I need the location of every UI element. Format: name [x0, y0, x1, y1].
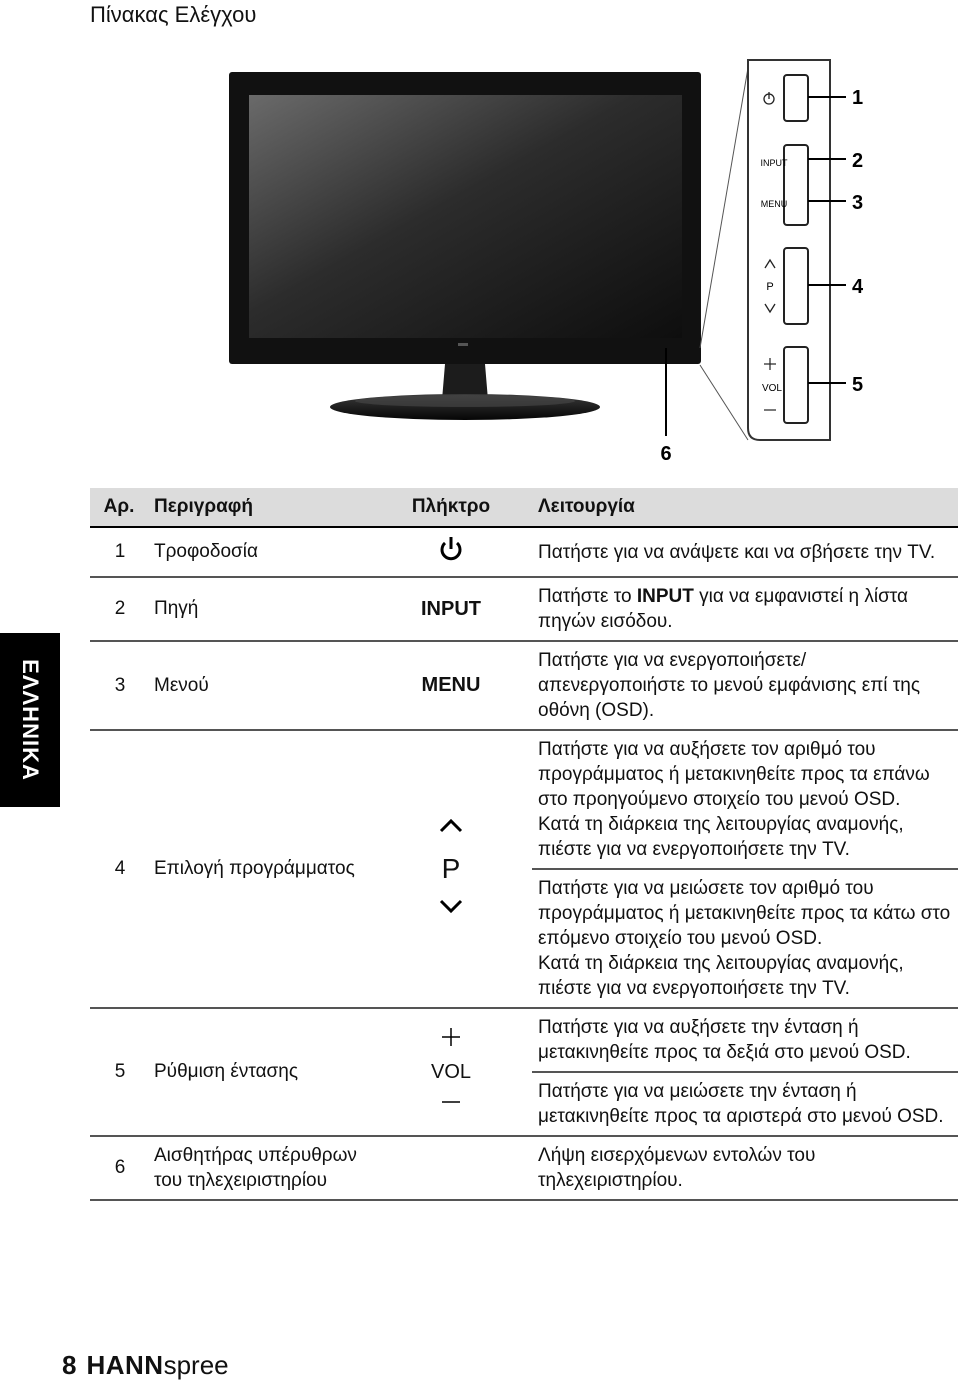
table-row: 1 Τροφοδοσία Πατήστε για να ανάψετε και … [90, 527, 958, 578]
panel-power-button [763, 74, 809, 122]
brand-logo-bold: HANN [86, 1350, 164, 1380]
row-number: 4 [90, 730, 148, 1009]
row-number: 5 [90, 1008, 148, 1137]
volume-key-label: VOL [430, 1060, 472, 1083]
table-row: 3 Μενού MENU Πατήστε για να ενεργοποιήσε… [90, 641, 958, 731]
row-number: 6 [90, 1136, 148, 1201]
row-function-up: Πατήστε για να αυξήσετε τον αριθμό του π… [532, 730, 958, 870]
row-function-down: Πατήστε για να μειώσετε τον αριθμό του π… [532, 869, 958, 1009]
header-number: Αρ. [90, 488, 148, 528]
row-function: Λήψη εισερχόμενων εντολών του τηλεχειρισ… [532, 1136, 958, 1201]
table-row: 6 Αισθητήρας υπέρυθρων του τηλεχειριστηρ… [90, 1136, 958, 1201]
page-title: Πίνακας Ελέγχου [90, 2, 257, 27]
control-panel-table: Αρ. Περιγραφή Πλήκτρο Λειτουργία 1 Τροφο… [90, 488, 958, 1201]
power-icon [440, 537, 462, 561]
table-header-row: Αρ. Περιγραφή Πλήκτρο Λειτουργία [90, 488, 958, 528]
row-number: 2 [90, 577, 148, 642]
panel-input-menu-button: INPUT MENU [761, 144, 809, 226]
header-function: Λειτουργία [532, 488, 958, 528]
row-number: 1 [90, 527, 148, 578]
row-key: P [370, 730, 532, 1009]
language-side-tab: ΕΛΛΗΝΙΚΑ [0, 633, 60, 807]
callout-3: 3 [852, 192, 863, 214]
function-text: Πατήστε το [538, 586, 637, 607]
table-row: 4 Επιλογή προγράμματος P Πατήστε για να … [90, 730, 958, 1009]
row-description: Αισθητήρας υπέρυθρων του τηλεχειριστηρίο… [148, 1136, 370, 1201]
function-text: Πατήστε για να μειώσετε τον αριθμό του π… [538, 878, 951, 949]
function-text: Κατά τη διάρκεια της λειτουργίας αναμονή… [538, 953, 904, 999]
brand-logo-light: spree [163, 1350, 229, 1380]
row-function: Πατήστε για να ανάψετε και να σβήσετε τη… [532, 527, 958, 578]
tv-control-panel-figure: 6 INPUT MENU P VOL [229, 59, 864, 465]
callout-4: 4 [852, 276, 864, 298]
minus-icon [442, 1100, 460, 1103]
page-number: 8 [62, 1350, 77, 1380]
panel-input-label: INPUT [761, 158, 789, 168]
panel-menu-label: MENU [761, 199, 788, 209]
callout-1: 1 [852, 87, 863, 109]
row-key [370, 1136, 532, 1201]
row-description: Επιλογή προγράμματος [148, 730, 370, 1009]
language-label: ΕΛΛΗΝΙΚΑ [18, 659, 43, 781]
table-row: Πατήστε για να μειώσετε τον αριθμό του π… [90, 869, 958, 1009]
row-description: Μενού [148, 641, 370, 731]
row-function: Πατήστε για να ενεργοποιήσετε/απενεργοπο… [532, 641, 958, 731]
side-control-panel: INPUT MENU P VOL [747, 59, 831, 441]
row-function-plus: Πατήστε για να αυξήσετε την ένταση ή μετ… [532, 1008, 958, 1073]
table-row: 2 Πηγή INPUT Πατήστε το INPUT για να εμφ… [90, 577, 958, 642]
panel-vol-label: VOL [762, 383, 782, 394]
row-description: Πηγή [148, 577, 370, 642]
function-text: Πατήστε για να αυξήσετε τον αριθμό του π… [538, 739, 930, 810]
callout-5: 5 [852, 374, 863, 396]
row-description: Τροφοδοσία [148, 527, 370, 578]
callout-lines [808, 96, 846, 384]
page-footer: 8 HANN spree [62, 1350, 229, 1381]
row-function: Πατήστε το INPUT για να εμφανιστεί η λίσ… [532, 577, 958, 642]
panel-program-button: P [764, 247, 809, 325]
row-description: Ρύθμιση έντασης [148, 1008, 370, 1137]
panel-p-label: P [766, 281, 773, 293]
row-key: VOL [370, 1008, 532, 1137]
function-text: Κατά τη διάρκεια της λειτουργίας αναμονή… [538, 814, 904, 860]
plus-icon [442, 1027, 460, 1046]
chevron-down-icon [439, 899, 463, 914]
table-row: Πατήστε για να μειώσετε την ένταση ή μετ… [90, 1072, 958, 1137]
table-row: 5 Ρύθμιση έντασης VOL Πατήστε για να αυξ… [90, 1008, 958, 1137]
row-function-minus: Πατήστε για να μειώσετε την ένταση ή μετ… [532, 1072, 958, 1137]
chevron-up-icon [439, 818, 463, 833]
header-key: Πλήκτρο [370, 488, 532, 528]
callout-6: 6 [660, 443, 671, 465]
function-keyword: INPUT [636, 586, 694, 607]
function-text: για να εμφανιστεί η λίστα πηγών εισόδου. [538, 586, 909, 632]
panel-volume-button: VOL [762, 346, 809, 424]
row-key: INPUT [370, 577, 532, 642]
header-description: Περιγραφή [148, 488, 370, 528]
row-key [370, 527, 532, 578]
row-key: MENU [370, 641, 532, 731]
program-key-label: P [441, 853, 461, 884]
callout-2: 2 [852, 150, 863, 172]
row-number: 3 [90, 641, 148, 731]
tv-illustration [229, 72, 701, 420]
